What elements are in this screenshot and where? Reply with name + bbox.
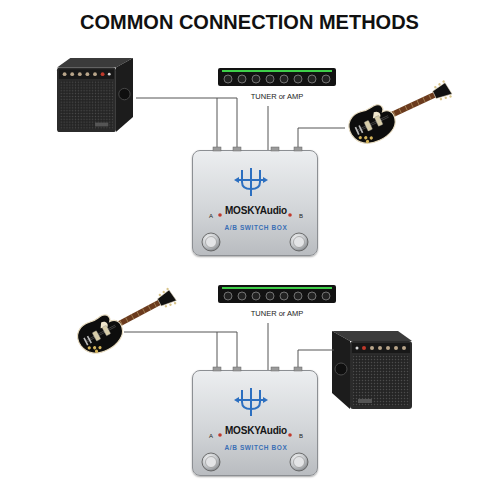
pedal-hardware xyxy=(202,147,308,251)
pedal-hardware xyxy=(202,367,308,471)
tuner-strip xyxy=(218,68,336,86)
guitar-amp xyxy=(332,331,412,409)
ab: A xyxy=(206,433,216,440)
electric-guitar xyxy=(344,73,457,150)
diagram-title: COMMON CONNECTION METHODS xyxy=(0,11,499,34)
switch-box: MOSKYAudioA/B SWITCH BOX A B xyxy=(192,150,318,256)
guitar-amp xyxy=(57,58,133,132)
patch-cable xyxy=(268,323,269,370)
ab: A xyxy=(206,213,216,220)
patch-cable xyxy=(268,106,269,150)
ab: B xyxy=(296,433,306,440)
brand: MOSKYAudio xyxy=(206,205,306,216)
electric-guitar xyxy=(73,281,182,360)
ab: B xyxy=(296,213,306,220)
tuner-strip xyxy=(218,285,336,303)
tuner-label: TUNER or AMP xyxy=(218,93,336,101)
tuner-unit: TUNER or AMP xyxy=(218,68,336,106)
brand: MOSKYAudio xyxy=(206,425,306,436)
model: A/B SWITCH BOX xyxy=(201,444,311,451)
model: A/B SWITCH BOX xyxy=(201,224,311,231)
switch-box: MOSKYAudioA/B SWITCH BOX A B xyxy=(192,370,318,476)
patch-cable xyxy=(124,98,345,370)
tuner-unit: TUNER or AMP xyxy=(218,285,336,323)
tuner-label: TUNER or AMP xyxy=(218,310,336,318)
